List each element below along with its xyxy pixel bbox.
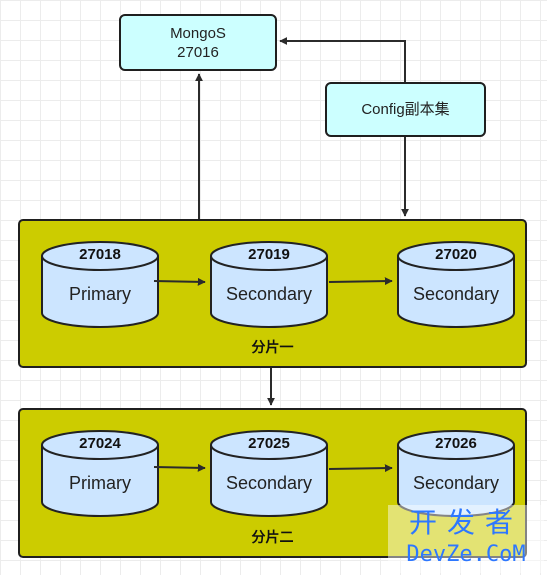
node-port: 27026 [435,435,477,452]
arrow-27025-to-27026 [328,464,393,473]
node-27024: 27024 Primary [40,429,160,519]
database-cylinder-icon [210,430,328,517]
database-cylinder-icon [397,241,515,328]
shard-one-container: 27018 Primary 27019 Secondary 27020 Seco… [18,219,527,368]
arrow-27019-to-27020 [328,277,393,286]
node-port: 27024 [79,435,121,452]
database-cylinder-icon [210,241,328,328]
config-label: Config副本集 [361,101,450,118]
watermark-latin: DevZe.CoM [406,542,526,567]
mongos-name: MongoS [170,24,226,42]
shard-label: 分片二 [251,530,294,546]
database-cylinder-icon [397,430,515,517]
node-role: Primary [69,473,131,493]
node-role: Secondary [225,284,313,304]
arrow-27018-to-27019 [153,277,206,286]
watermark-chinese: 开发者 [408,506,523,539]
node-27025: 27025 Secondary [209,429,329,519]
node-role: Primary [69,284,131,304]
site-watermark: 开发者 DevZe.CoM [388,505,544,573]
node-27020: 27020 Secondary [396,240,516,330]
arrow-config-to-mongos [279,37,406,82]
arrow-27024-to-27025 [153,463,206,472]
shard-label: 分片一 [251,340,294,356]
node-port: 27020 [435,246,477,263]
node-role: Secondary [412,284,500,304]
node-27019: 27019 Secondary [209,240,329,330]
node-27018: 27018 Primary [40,240,160,330]
node-port: 27018 [79,246,121,263]
config-replica-set-box: Config副本集 [325,82,486,137]
node-role: Secondary [412,473,500,493]
database-cylinder-icon [41,241,159,328]
node-port: 27025 [248,435,290,452]
mongos-port: 27016 [177,43,219,61]
mongos-box: MongoS 27016 [119,14,277,71]
node-27026: 27026 Secondary [396,429,516,519]
shard-two-container: 27024 Primary 27025 Secondary 27026 Seco… [18,408,527,558]
node-port: 27019 [248,246,290,263]
node-role: Secondary [225,473,313,493]
database-cylinder-icon [41,430,159,517]
